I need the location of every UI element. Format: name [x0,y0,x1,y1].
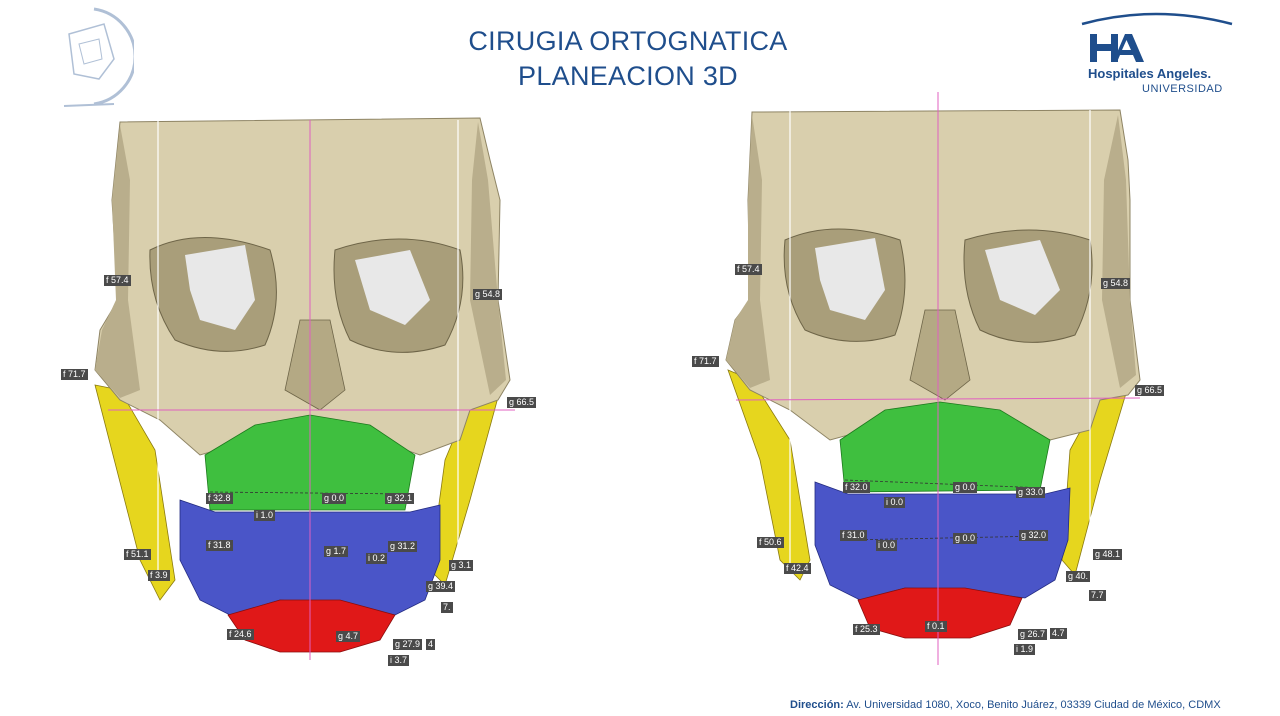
measure-label: g 48.1 [1093,549,1123,560]
watermark-logo [63,7,134,107]
measure-label: g 26.7 [1018,629,1048,640]
measure-label: f 32.8 [206,493,233,504]
skull-render-left [94,117,515,660]
measure-label: i 0.0 [876,540,898,551]
measure-label: f 57.4 [104,275,131,286]
footer-label: Dirección: [790,699,844,711]
measure-label: 4.7 [1050,628,1067,639]
measure-label: g 27.9 [393,639,423,650]
measure-label: i 0.0 [884,497,906,508]
measure-label: f 71.7 [61,369,88,380]
measure-label: f 42.4 [784,563,811,574]
measure-label: 7.7 [1089,590,1106,601]
measure-label: f 71.7 [692,356,719,367]
measure-label: f 25.3 [853,624,880,635]
measure-label: f 50.6 [757,537,784,548]
measure-label: g 66.5 [507,397,537,408]
measure-label: 4 [426,639,436,650]
measure-label: g 33.0 [1016,487,1046,498]
measure-label: g 0.0 [953,533,978,544]
page-title-line1: CIRUGIA ORTOGNATICA [468,26,788,56]
measure-label: g 39.4 [426,581,456,592]
measure-label: g 0.0 [322,493,347,504]
hospital-logo [1081,12,1233,62]
measure-label: f 32.0 [843,482,870,493]
measure-label: f 31.0 [840,530,867,541]
measure-label: f 0.1 [925,621,947,632]
measure-label: f 57.4 [735,264,762,275]
measure-label: f 51.1 [124,549,151,560]
measure-label: i 1.0 [254,510,276,521]
measure-label: i 0.2 [366,553,388,564]
measure-label: i 3.7 [388,655,410,666]
measure-label: g 0.0 [953,482,978,493]
measure-label: 7. [441,602,453,613]
measure-label: g 4.7 [336,631,361,642]
measure-label: i 1.9 [1014,644,1036,655]
footer-address: Dirección: Av. Universidad 1080, Xoco, B… [790,699,1221,711]
measure-label: f 24.6 [227,629,254,640]
measure-label: g 40. [1066,571,1091,582]
measure-label: g 32.1 [385,493,415,504]
measure-label: g 54.8 [473,289,503,300]
measure-label: g 1.7 [324,546,349,557]
measure-label: g 66.5 [1135,385,1165,396]
measure-label: g 3.1 [449,560,474,571]
measure-label: g 32.0 [1019,530,1049,541]
footer-address-text: Av. Universidad 1080, Xoco, Benito Juáre… [846,699,1221,711]
measure-label: g 54.8 [1101,278,1131,289]
logo-subtitle: UNIVERSIDAD [1142,83,1223,95]
page-title-line2: PLANEACION 3D [518,61,738,91]
measure-label: g 31.2 [388,541,418,552]
measure-label: f 31.8 [206,540,233,551]
measure-label: f 3.9 [148,570,170,581]
logo-name: Hospitales Angeles. [1088,66,1212,81]
